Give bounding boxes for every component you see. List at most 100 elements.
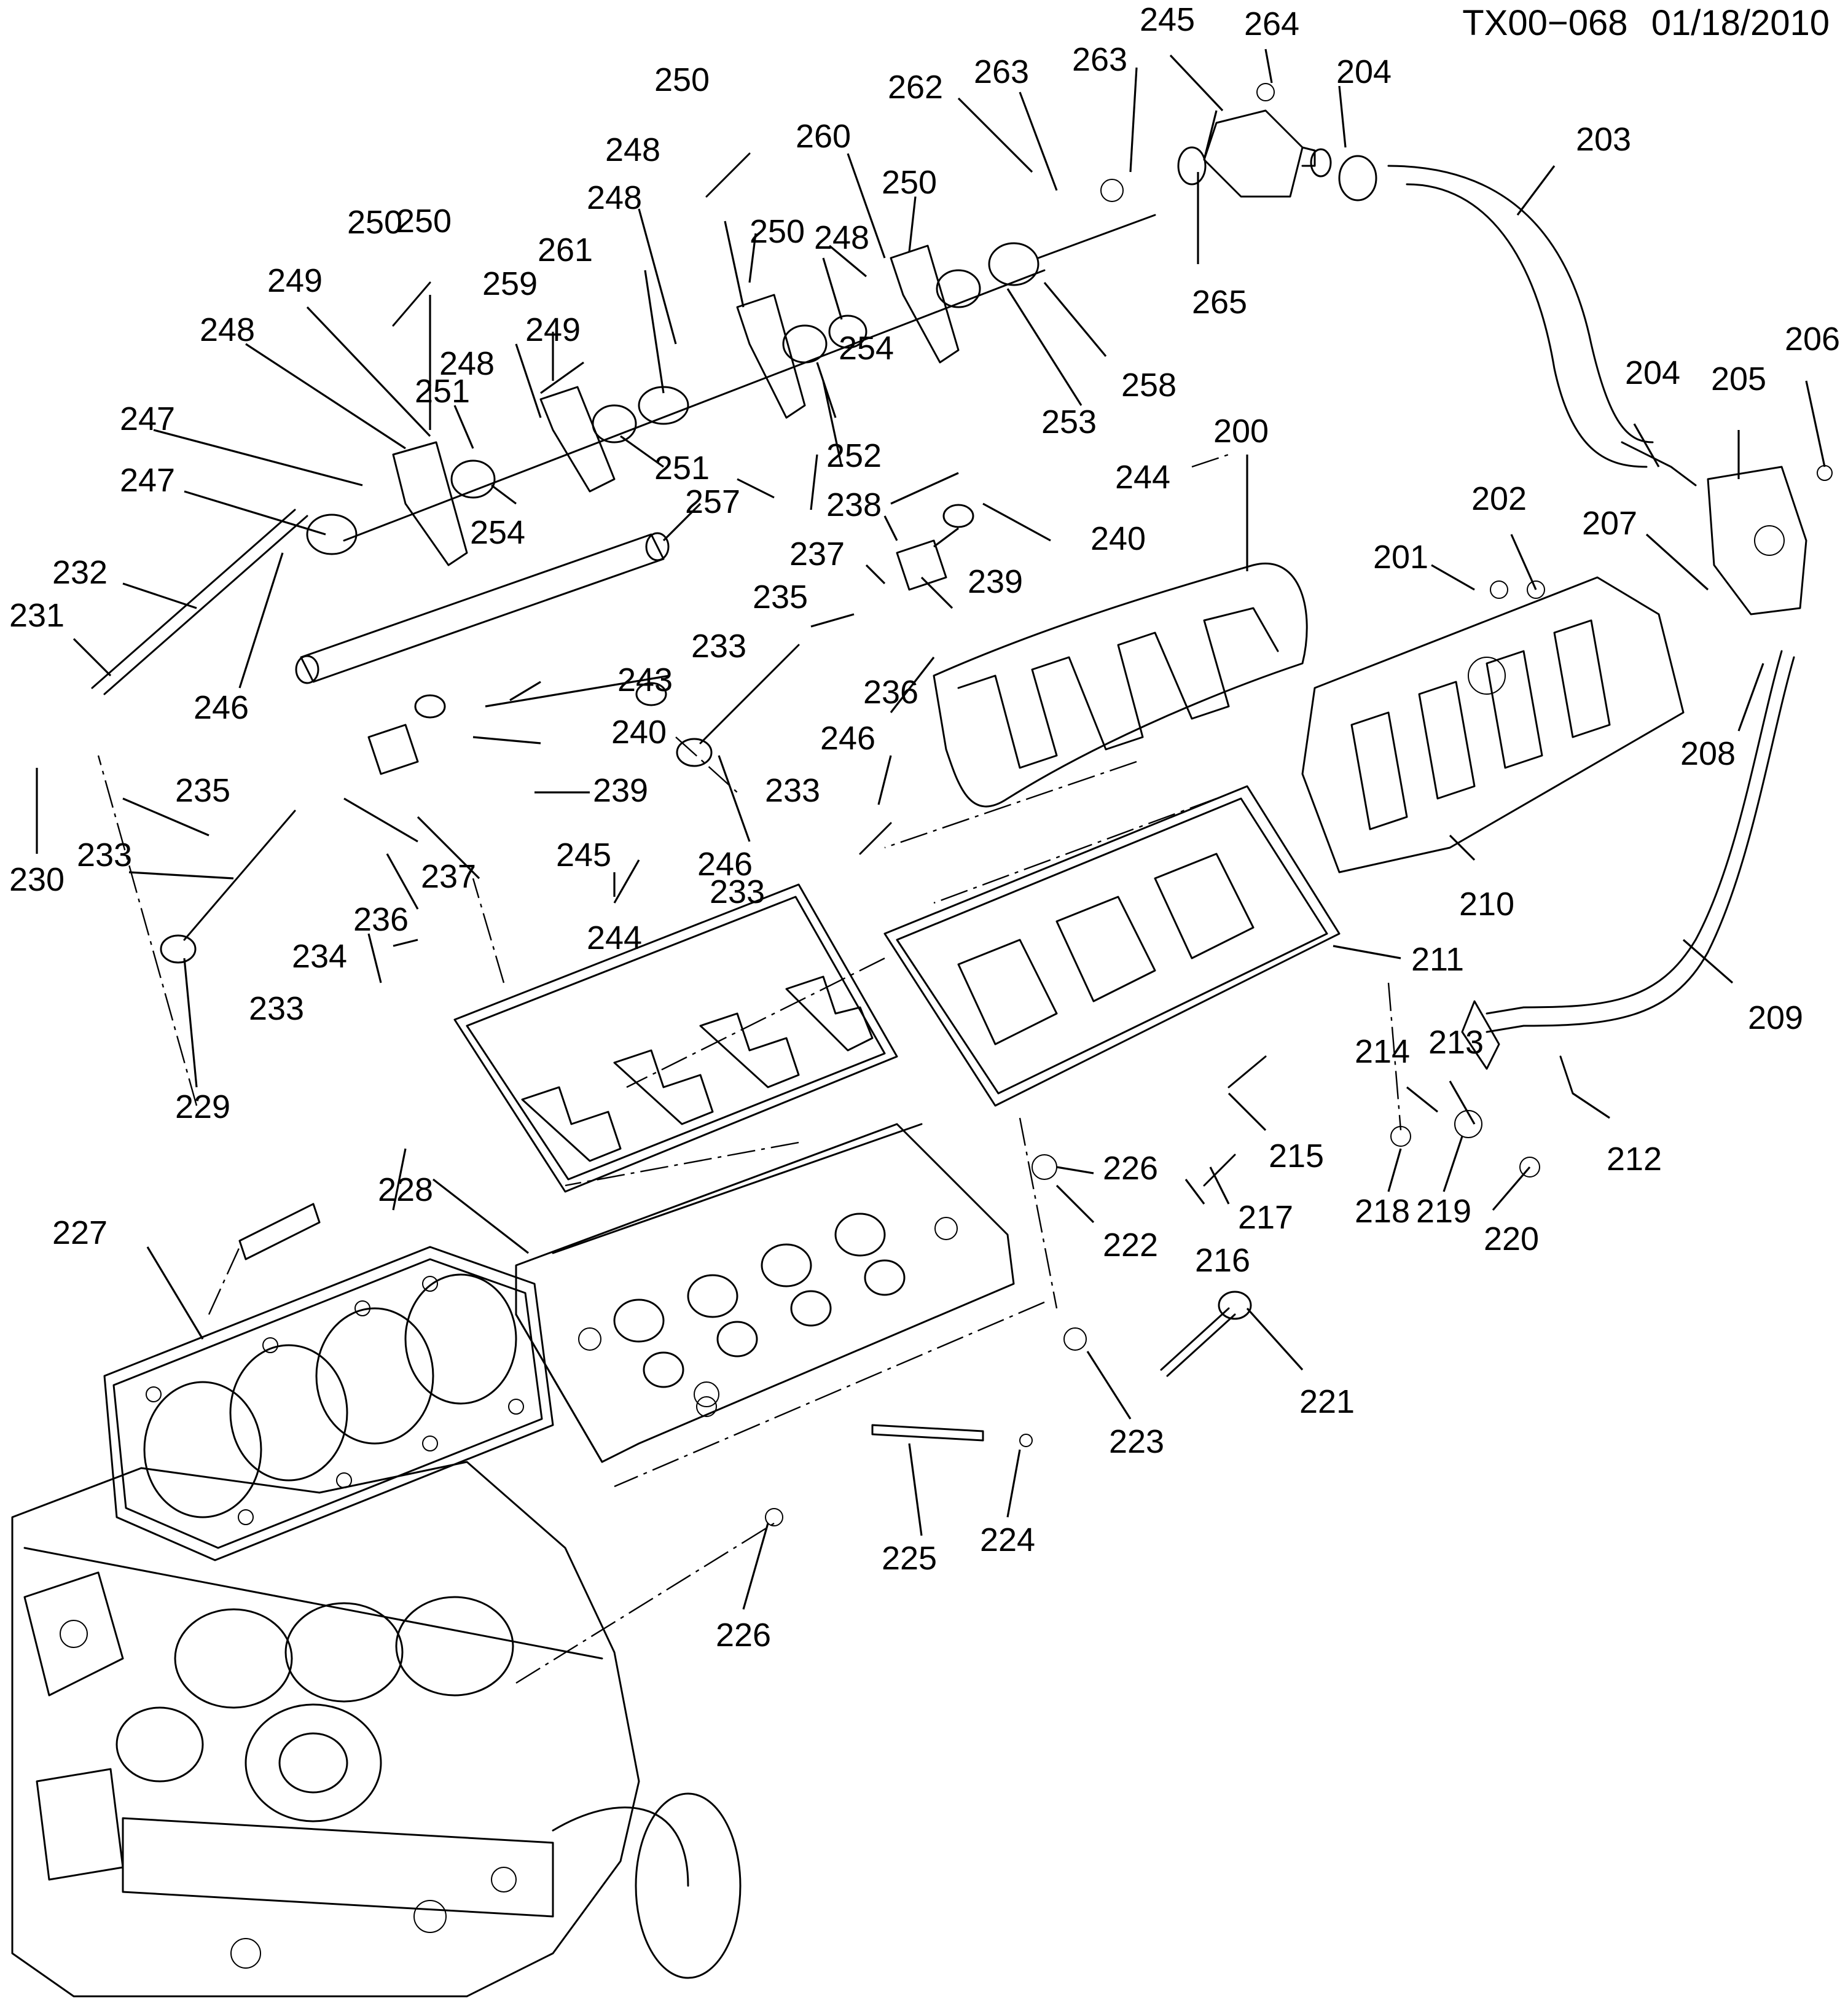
- callout-label: 245: [1140, 1, 1195, 38]
- callout-label: 249: [267, 262, 323, 299]
- callout-label: 224: [980, 1521, 1035, 1558]
- leader-lines: [37, 49, 1825, 1609]
- callout-label: 214: [1355, 1033, 1410, 1070]
- callout-label: 220: [1484, 1221, 1539, 1257]
- callout-label: 258: [1121, 367, 1177, 404]
- callout-label: 202: [1471, 480, 1527, 517]
- callout-label: 208: [1680, 735, 1736, 772]
- callout-label: 233: [710, 873, 765, 910]
- callout-label: 204: [1336, 53, 1392, 90]
- callout-label: 250: [750, 213, 805, 250]
- callout-label: 235: [175, 772, 230, 809]
- callout-label: 263: [1072, 41, 1127, 78]
- callout-label: 239: [593, 772, 648, 809]
- callout-label: 205: [1711, 361, 1766, 397]
- callout-label: 253: [1041, 404, 1097, 440]
- callout-label: 237: [421, 858, 476, 895]
- callout-label: 260: [796, 118, 851, 155]
- callout-label: 263: [974, 53, 1029, 90]
- intake-manifold-illustration: [1302, 577, 1683, 872]
- callout-label: 244: [1115, 459, 1170, 496]
- head-gasket-illustration: [104, 1247, 553, 1560]
- callout-label: 248: [200, 311, 255, 348]
- callout-label: 200: [1213, 413, 1269, 450]
- callout-label: 235: [753, 579, 808, 615]
- callout-label: 229: [175, 1088, 230, 1125]
- callout-label: 239: [968, 563, 1023, 600]
- callout-label: 264: [1244, 6, 1299, 42]
- callout-label: 212: [1607, 1141, 1662, 1178]
- callout-label: 236: [353, 901, 409, 938]
- callout-label: 227: [52, 1214, 108, 1251]
- manifold-spacer-illustration: [885, 786, 1339, 1106]
- callout-label: 252: [826, 437, 882, 474]
- callout-label: 238: [826, 486, 882, 523]
- cylinder-head-illustration: [516, 1124, 1014, 1462]
- callout-label: 228: [378, 1171, 433, 1208]
- callout-label: 246: [194, 689, 249, 726]
- callout-label: 216: [1195, 1242, 1250, 1279]
- glow-plug-illustration: [872, 1425, 1032, 1447]
- callout-label: 225: [882, 1540, 937, 1577]
- callout-label: 233: [765, 772, 820, 809]
- callout-label: 240: [611, 714, 667, 751]
- callout-label: 244: [587, 920, 642, 956]
- callout-label: 250: [347, 204, 402, 241]
- callout-label: 221: [1299, 1383, 1355, 1420]
- head-bolt-illustration: [1161, 1292, 1251, 1376]
- callout-label: 234: [292, 938, 347, 975]
- callout-label: 257: [685, 483, 740, 520]
- fasteners-illustration: [240, 84, 1832, 1526]
- callout-label: 237: [789, 536, 845, 572]
- callout-label: 201: [1373, 539, 1428, 576]
- callout-label: 249: [525, 311, 581, 348]
- callout-label: 207: [1582, 505, 1637, 542]
- callout-label: 204: [1625, 354, 1680, 391]
- callout-label: 215: [1269, 1138, 1324, 1174]
- callout-label: 233: [691, 628, 746, 665]
- rocker-arm-illustration: [92, 215, 1155, 694]
- callout-label: 219: [1416, 1193, 1471, 1230]
- callout-label: 211: [1411, 941, 1464, 978]
- callout-label: 233: [249, 990, 304, 1027]
- engine-block-illustration: [12, 1462, 740, 1996]
- callout-label: 218: [1355, 1193, 1410, 1230]
- callout-labels: 245 264 204 203 204 205 206 207 208 209 …: [9, 1, 1840, 1654]
- callout-label: 209: [1748, 999, 1803, 1036]
- callout-label: 261: [538, 232, 593, 268]
- callout-label: 230: [9, 861, 65, 898]
- callout-label: 226: [1103, 1150, 1158, 1187]
- callout-label: 226: [716, 1617, 771, 1654]
- intake-gasket-illustration: [934, 563, 1307, 807]
- callout-label: 217: [1238, 1199, 1293, 1236]
- callout-label: 213: [1428, 1024, 1484, 1061]
- egr-tube-illustration: [1462, 651, 1794, 1069]
- callout-label: 254: [470, 514, 525, 551]
- egr-valve-illustration: [1178, 111, 1376, 200]
- callout-label: 232: [52, 554, 108, 591]
- callout-label: 206: [1785, 321, 1840, 357]
- callout-label: 223: [1109, 1423, 1164, 1460]
- callout-label: 251: [415, 373, 470, 410]
- pushrod-guide-illustration: [296, 533, 668, 683]
- figure-code: TX00−068: [1462, 3, 1628, 43]
- callout-label: 233: [77, 837, 132, 873]
- callout-label: 210: [1459, 886, 1514, 923]
- callout-label: 248: [605, 131, 660, 168]
- valve-cover-gasket-illustration: [455, 885, 897, 1192]
- callout-label: 254: [839, 330, 894, 367]
- callout-label: 259: [482, 265, 538, 302]
- callout-label: 245: [556, 837, 611, 873]
- callout-label: 251: [654, 450, 710, 486]
- callout-label: 248: [439, 345, 495, 382]
- callout-label: 247: [120, 462, 175, 499]
- callout-label: 250: [882, 164, 937, 201]
- figure-date: 01/18/2010: [1651, 3, 1830, 43]
- alignment-lines: [98, 455, 1401, 1683]
- callout-label: 248: [814, 219, 869, 256]
- callout-label: 240: [1090, 520, 1146, 557]
- callout-label: 248: [587, 179, 642, 216]
- callout-label: 231: [9, 597, 65, 634]
